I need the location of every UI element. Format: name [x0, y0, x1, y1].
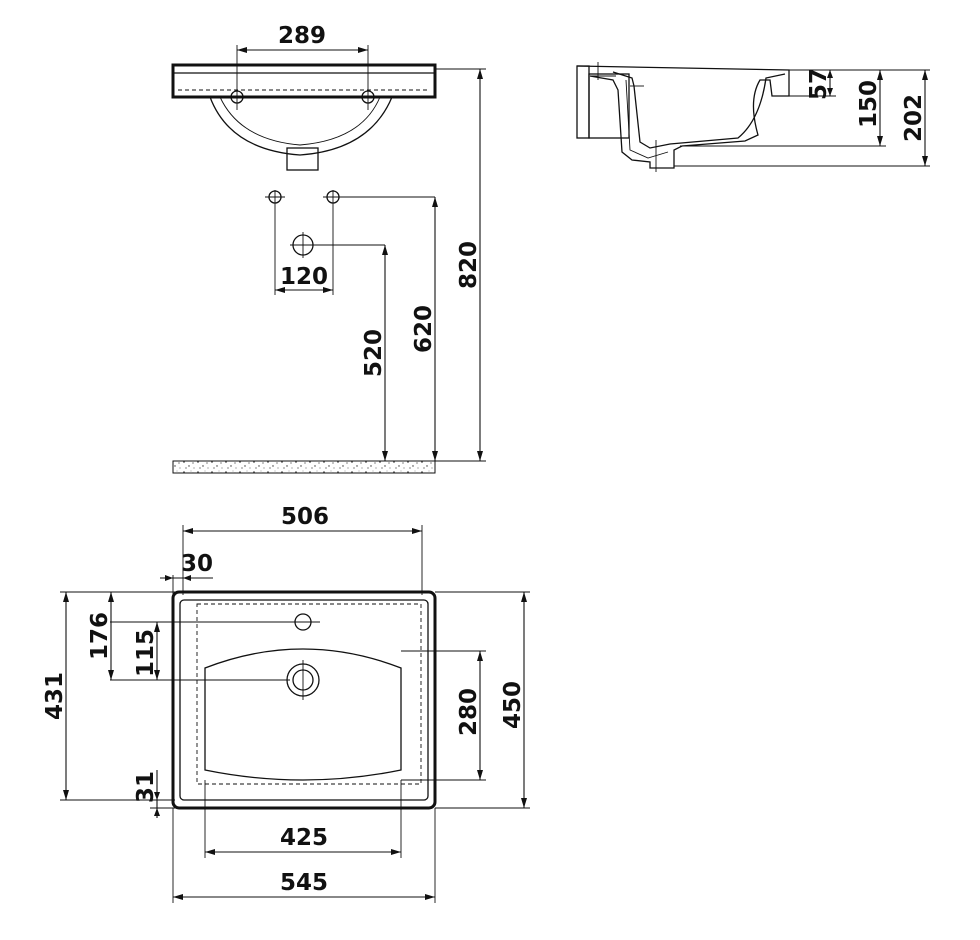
dim-label-450: 450 — [500, 681, 526, 729]
arrowhead — [183, 575, 191, 581]
arrowhead — [412, 528, 422, 534]
arrowhead — [922, 70, 928, 80]
basin-bowl-inner — [219, 96, 381, 146]
basin-bowl — [209, 96, 393, 156]
arrowhead — [521, 798, 527, 808]
arrowhead — [275, 287, 285, 293]
dim-label-289: 289 — [278, 23, 326, 49]
arrowhead — [432, 197, 438, 207]
arrowhead — [922, 156, 928, 166]
dim-label-820: 820 — [456, 241, 482, 289]
top-view: 506 30 431 176 115 31 — [42, 504, 530, 903]
basin-section-outer — [576, 65, 790, 169]
dim-label-176: 176 — [87, 612, 113, 660]
arrowhead — [173, 894, 183, 900]
basin-outer-rim — [171, 590, 437, 810]
arrowhead — [323, 287, 333, 293]
arrowhead — [827, 88, 833, 96]
dim-label-120: 120 — [280, 264, 328, 290]
arrowhead — [108, 592, 114, 602]
arrowhead — [382, 451, 388, 461]
dim-label-202: 202 — [901, 94, 927, 142]
dim-label-31: 31 — [133, 771, 159, 803]
dim-label-30: 30 — [181, 551, 213, 577]
arrowhead — [477, 651, 483, 661]
dim-label-620: 620 — [411, 305, 437, 353]
arrowhead — [154, 808, 160, 816]
arrowhead — [154, 622, 160, 632]
arrowhead — [154, 670, 160, 680]
basin-bowl-top — [204, 648, 402, 781]
arrowhead — [827, 70, 833, 78]
front-view: 289 120 520 620 820 — [171, 23, 486, 474]
basin-hidden-outline — [196, 603, 422, 785]
drain-outlet — [286, 147, 319, 171]
basin-inner-rim — [179, 599, 429, 801]
arrowhead — [63, 790, 69, 800]
arrowhead — [382, 245, 388, 255]
rear-wall-block — [576, 65, 590, 139]
arrowhead — [877, 136, 883, 146]
arrowhead — [165, 575, 173, 581]
dim-label-425: 425 — [280, 825, 328, 851]
dim-label-280: 280 — [456, 688, 482, 736]
arrowhead — [237, 47, 247, 53]
arrowhead — [183, 528, 193, 534]
arrowhead — [432, 451, 438, 461]
arrowhead — [154, 792, 160, 800]
arrowhead — [877, 70, 883, 80]
arrowhead — [425, 894, 435, 900]
dim-label-57: 57 — [806, 68, 832, 100]
side-view: 57 150 202 — [576, 62, 930, 172]
dim-label-520: 520 — [361, 329, 387, 377]
arrowhead — [358, 47, 368, 53]
arrowhead — [477, 770, 483, 780]
arrowhead — [477, 451, 483, 461]
arrowhead — [391, 849, 401, 855]
dim-label-545: 545 — [280, 870, 328, 896]
basin-section-wall — [625, 79, 669, 159]
basin-top-slab — [171, 63, 437, 99]
arrowhead — [521, 592, 527, 602]
dim-label-115: 115 — [133, 629, 159, 677]
dim-label-150: 150 — [856, 80, 882, 128]
arrowhead — [477, 69, 483, 79]
rear-flange — [588, 73, 630, 139]
arrowhead — [205, 849, 215, 855]
dim-label-506: 506 — [281, 504, 329, 530]
floor — [172, 460, 436, 474]
arrowhead — [63, 592, 69, 602]
basin-section-inner — [612, 71, 786, 149]
dim-label-431: 431 — [42, 672, 68, 720]
arrowhead — [108, 670, 114, 680]
